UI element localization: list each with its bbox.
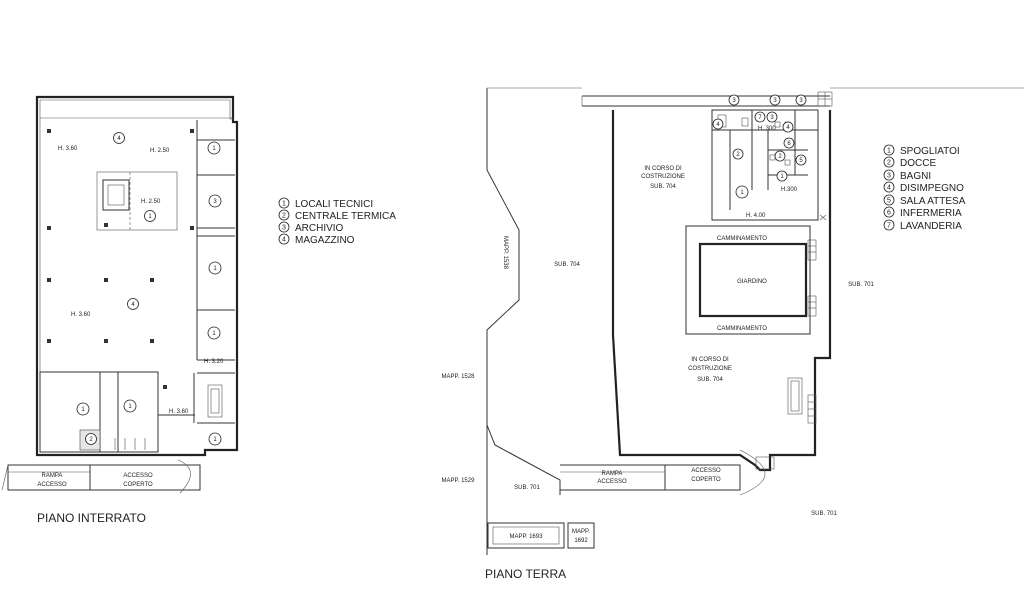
mapp-1693-box xyxy=(487,522,565,549)
legend-number: 3 xyxy=(887,173,891,180)
legend-number: 5 xyxy=(887,198,891,205)
mapp-label: 1692 xyxy=(574,538,588,544)
room-number: 3 xyxy=(770,115,774,121)
garden-frame xyxy=(685,225,811,335)
room-number: 1 xyxy=(213,437,217,443)
room-number: 1 xyxy=(740,190,744,196)
ramp-label: RAMPA xyxy=(602,471,623,477)
room-number: 1 xyxy=(780,174,784,180)
ramp-label: ACCESSO xyxy=(597,479,627,485)
room-number: 2 xyxy=(778,154,782,160)
legend-item: ARCHIVIO xyxy=(295,223,344,234)
basement-title: PIANO INTERRATO xyxy=(37,511,146,525)
ground-title: PIANO TERRA xyxy=(485,567,566,581)
room-number: 7 xyxy=(758,115,762,121)
height-label: H.300 xyxy=(781,187,798,193)
height-label: H. 3.20 xyxy=(204,359,224,365)
construction-label: COSTRUZIONE xyxy=(641,174,685,180)
construction-label: IN CORSO DI xyxy=(691,357,729,363)
basement-plan: 4 1 3 1 1 4 1 1 1 2 1 H. 3.60 H. 2.50 H.… xyxy=(1,95,239,525)
covered-access-label: ACCESSO xyxy=(123,473,153,479)
room-number: 4 xyxy=(131,302,135,308)
mapp-label: MAPP. xyxy=(572,529,590,535)
mapp-label: MAPP. 1538 xyxy=(502,236,508,270)
ground-room-markers: 3 3 3 4 7 3 4 2 6 2 5 1 1 xyxy=(712,94,807,199)
legend-number: 2 xyxy=(282,213,286,220)
room-number: 4 xyxy=(117,136,121,142)
room-number: 4 xyxy=(786,125,790,131)
mapp-label: MAPP. 1693 xyxy=(510,534,544,540)
height-label: H. 3.60 xyxy=(71,312,91,318)
height-label: H. 4.00 xyxy=(746,213,766,219)
basement-outer-wall xyxy=(35,95,239,457)
room-number: 2 xyxy=(736,152,740,158)
legend-number: 1 xyxy=(887,148,891,155)
construction-label: COSTRUZIONE xyxy=(688,366,732,372)
sub-label: SUB. 704 xyxy=(554,262,580,268)
legend-number: 2 xyxy=(887,160,891,167)
height-label: H. 3.60 xyxy=(58,146,78,152)
basement-room-markers: 4 1 3 1 1 4 1 1 1 2 1 xyxy=(76,132,222,446)
height-label: H. 2.50 xyxy=(150,148,170,154)
room-number: 2 xyxy=(89,437,93,443)
room-number: 1 xyxy=(213,266,217,272)
height-label: H. 3.60 xyxy=(169,409,189,415)
legend-number: 3 xyxy=(282,225,286,232)
legend-item: LOCALI TECNICI xyxy=(295,199,373,210)
height-label: H. 300 xyxy=(758,126,776,132)
sub-label: SUB. 701 xyxy=(848,282,874,288)
covered-access-label: COPERTO xyxy=(691,477,721,483)
room-number: 3 xyxy=(213,199,217,205)
legend-number: 6 xyxy=(887,210,891,217)
legend-item: CENTRALE TERMICA xyxy=(295,211,396,222)
construction-label: SUB. 704 xyxy=(697,377,723,383)
construction-label: IN CORSO DI xyxy=(644,166,682,172)
mapp-label: MAPP. 1528 xyxy=(442,374,476,380)
legend-item: SPOGLIATOI xyxy=(900,146,960,157)
legend-number: 4 xyxy=(282,237,286,244)
sub-label: SUB. 701 xyxy=(514,485,540,491)
walkway-label: CAMMINAMENTO xyxy=(717,236,767,242)
legend-number: 4 xyxy=(887,185,891,192)
legend-item: SALA ATTESA xyxy=(900,196,966,207)
room-number: 1 xyxy=(212,331,216,337)
ground-building-outline xyxy=(611,110,832,472)
room-number: 1 xyxy=(212,146,216,152)
room-number: 5 xyxy=(799,158,803,164)
ramp-label: ACCESSO xyxy=(37,482,67,488)
garden-label: GIARDINO xyxy=(737,279,767,285)
construction-label: SUB. 704 xyxy=(650,184,676,190)
covered-access-label: ACCESSO xyxy=(691,468,721,474)
legend-number: 7 xyxy=(887,223,891,230)
site-boundary xyxy=(486,88,520,555)
room-number: 1 xyxy=(148,214,152,220)
mapp-label: MAPP. 1529 xyxy=(442,478,476,484)
garden xyxy=(698,242,808,318)
ground-plan: 3 3 3 4 7 3 4 2 6 2 5 1 1 H. 300 H.300 H… xyxy=(442,87,1024,581)
legend-item: DOCCE xyxy=(900,158,936,169)
legend-item: BAGNI xyxy=(900,171,931,182)
ramp-label: RAMPA xyxy=(42,473,63,479)
covered-access-label: COPERTO xyxy=(123,482,153,488)
ground-legend: 1 SPOGLIATOI 2 DOCCE 3 BAGNI 4 DISIMPEGN… xyxy=(883,144,966,232)
room-number: 1 xyxy=(128,404,132,410)
mapp-1692-box xyxy=(567,522,595,549)
sub-label: SUB. 701 xyxy=(811,511,837,517)
room-number: 3 xyxy=(732,98,736,104)
basement-legend: 1 LOCALI TECNICI 2 CENTRALE TERMICA 3 AR… xyxy=(278,197,396,246)
height-label: H. 2.50 xyxy=(141,199,161,205)
room-number: 4 xyxy=(716,122,720,128)
walkway-label: CAMMINAMENTO xyxy=(717,326,767,332)
legend-item: DISIMPEGNO xyxy=(900,183,964,194)
legend-item: LAVANDERIA xyxy=(900,221,962,232)
legend-item: INFERMERIA xyxy=(900,208,962,219)
legend-number: 1 xyxy=(282,201,286,208)
room-number: 6 xyxy=(787,141,791,147)
room-number: 3 xyxy=(799,98,803,104)
legend-item: MAGAZZINO xyxy=(295,235,355,246)
room-number: 1 xyxy=(81,407,85,413)
room-number: 3 xyxy=(773,98,777,104)
